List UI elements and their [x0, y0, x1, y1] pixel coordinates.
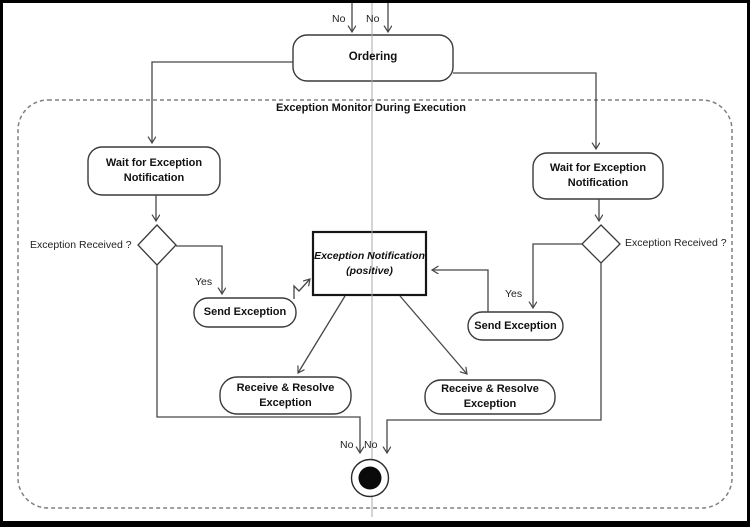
edge-notification-to-receive-left — [298, 295, 346, 373]
edge-label-yes-right: Yes — [505, 288, 523, 300]
edge-decision-left-yes — [176, 245, 222, 294]
edge-decision-left-no-to-final — [156, 265, 360, 453]
object-label-line1: Exception Notification — [314, 250, 425, 263]
wait-right-activity-shape — [532, 152, 664, 200]
activity-receive-left: Receive & Resolve Exception — [236, 381, 335, 409]
activity-wait-right: Wait for Exception Notification — [549, 162, 647, 189]
activity-send-right: Send Exception — [474, 319, 557, 332]
activity-ordering: Ordering — [348, 51, 398, 64]
activity-wait-left: Wait for Exception Notification — [105, 157, 203, 184]
exception-notification-object-shape — [311, 230, 428, 297]
edge-notification-to-receive-right — [399, 295, 467, 374]
edge-ordering-to-wait-right — [453, 72, 596, 149]
final-node-icon — [358, 466, 382, 490]
activity-send-left: Send Exception — [203, 306, 287, 319]
edge-decision-right-yes — [533, 243, 582, 308]
edge-label-no-top-right: No — [366, 13, 380, 25]
wait-left-activity-shape — [87, 146, 221, 196]
decision-diamond-right — [581, 224, 621, 264]
receive-right-activity-shape — [424, 379, 556, 415]
send-right-activity-shape — [467, 311, 564, 341]
edge-send-left-to-notification — [293, 279, 310, 299]
receive-left-activity-shape — [219, 376, 352, 415]
edge-label-question-left: Exception Received ? — [30, 239, 132, 251]
activity-receive-right: Receive & Resolve Exception — [441, 383, 539, 410]
edge-label-no-bottom-left: No — [340, 439, 354, 451]
decision-diamond-left — [137, 224, 177, 266]
edge-label-no-bottom-right: No — [364, 439, 378, 451]
edge-label-yes-left: Yes — [195, 276, 213, 288]
object-label-line2: (positive) — [346, 264, 393, 277]
container-title: Exception Monitor During Execution — [275, 102, 467, 114]
edge-ordering-to-wait-left — [152, 61, 293, 143]
object-exception-notification: Exception Notification (positive) — [313, 232, 426, 295]
send-left-activity-shape — [193, 297, 297, 328]
edge-decision-right-no-to-final — [387, 263, 602, 453]
edge-send-right-to-notification — [432, 270, 489, 312]
exception-monitor-container — [17, 99, 733, 509]
ordering-activity-shape — [292, 34, 454, 82]
edge-label-question-right: Exception Received ? — [625, 237, 727, 249]
edge-label-no-top-left: No — [332, 13, 346, 25]
